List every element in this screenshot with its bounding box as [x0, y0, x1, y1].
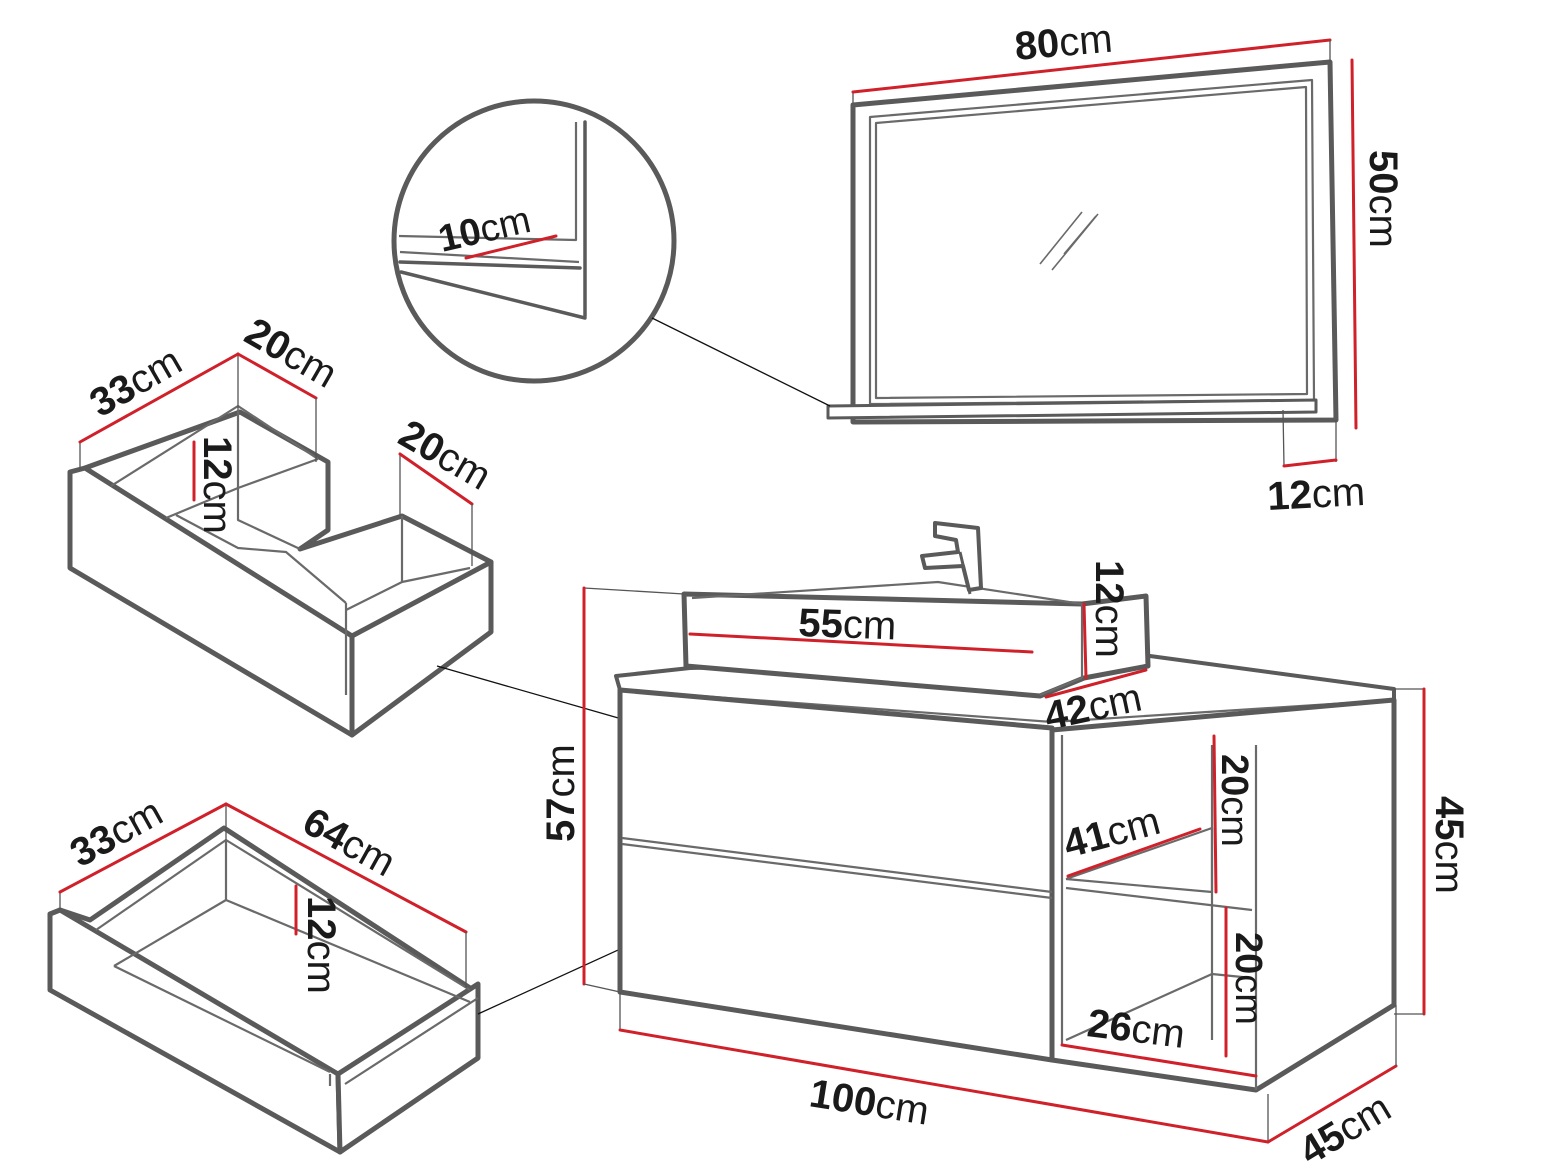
mirror-frame-detail-circle [391, 98, 831, 407]
mirror-height-line [1350, 58, 1358, 430]
faucet-icon [920, 521, 983, 595]
shelf-upper-height-line [1212, 734, 1218, 894]
cabinet-total-height-label: 57cm [539, 744, 583, 842]
svg-text:64cm: 64cm [296, 799, 403, 885]
svg-text:12cm: 12cm [1087, 560, 1131, 658]
mirror-shelf-depth-label: 12cm [1266, 470, 1366, 519]
mirror-height-label: 50cm [1361, 150, 1405, 248]
mirror [826, 38, 1358, 468]
small-drawer-height-label: 12cm [195, 436, 239, 534]
cabinet-width-line [618, 1028, 1270, 1144]
basin-width-line [688, 632, 1034, 654]
svg-text:42cm: 42cm [1041, 675, 1146, 738]
basin-height-label: 12cm [1087, 560, 1131, 658]
svg-text:33cm: 33cm [83, 339, 190, 426]
shelf-lower-height-label: 20cm [1227, 932, 1269, 1025]
small-drawer [67, 352, 661, 738]
shelf-lower-depth-line [1060, 1043, 1258, 1078]
small-drawer-width-line [78, 352, 240, 444]
small-drawer-width-label: 33cm [83, 339, 190, 426]
svg-text:80cm: 80cm [1013, 17, 1114, 69]
svg-text:45cm: 45cm [1427, 796, 1471, 894]
svg-text:55cm: 55cm [798, 601, 897, 648]
svg-text:100cm: 100cm [807, 1071, 932, 1133]
svg-text:50cm: 50cm [1361, 150, 1405, 248]
svg-text:12cm: 12cm [1266, 470, 1366, 519]
large-drawer-depth-label: 64cm [296, 799, 403, 885]
small-drawer-notch-line [398, 452, 474, 506]
shelf-lower-depth-label: 26cm [1085, 1001, 1187, 1057]
svg-text:20cm: 20cm [1227, 932, 1269, 1025]
basin-depth-label: 42cm [1041, 675, 1146, 738]
small-drawer-depth-line [236, 352, 318, 400]
large-drawer-depth-line [224, 802, 468, 934]
cabinet-depth-line [1266, 1064, 1398, 1144]
svg-text:45cm: 45cm [1292, 1086, 1399, 1170]
vanity-cabinet [582, 521, 1426, 1144]
large-drawer-width-line [58, 802, 228, 894]
cabinet-width-label: 100cm [807, 1071, 932, 1133]
mirror-frame-detail-line [464, 234, 558, 260]
mirror-shelf-depth-line [1282, 458, 1338, 468]
svg-text:12cm: 12cm [299, 896, 343, 994]
shelf-upper-height-label: 20cm [1213, 754, 1255, 847]
mirror-width-label: 80cm [1013, 17, 1114, 69]
svg-text:20cm: 20cm [1213, 754, 1255, 847]
detail-leader-line [651, 317, 831, 407]
basin-depth-line [1044, 668, 1148, 699]
cabinet-body-height-label: 45cm [1427, 796, 1471, 894]
basin-height-line [1082, 602, 1088, 680]
basin-width-label: 55cm [798, 601, 897, 648]
large-drawer-height-label: 12cm [299, 896, 343, 994]
mirror-width-line [851, 38, 1332, 94]
svg-text:26cm: 26cm [1085, 1001, 1187, 1057]
svg-text:57cm: 57cm [539, 744, 583, 842]
large-drawer [47, 802, 676, 1155]
shelf-width-line [1066, 827, 1202, 878]
svg-text:12cm: 12cm [195, 436, 239, 534]
cabinet-depth-label: 45cm [1292, 1086, 1399, 1170]
